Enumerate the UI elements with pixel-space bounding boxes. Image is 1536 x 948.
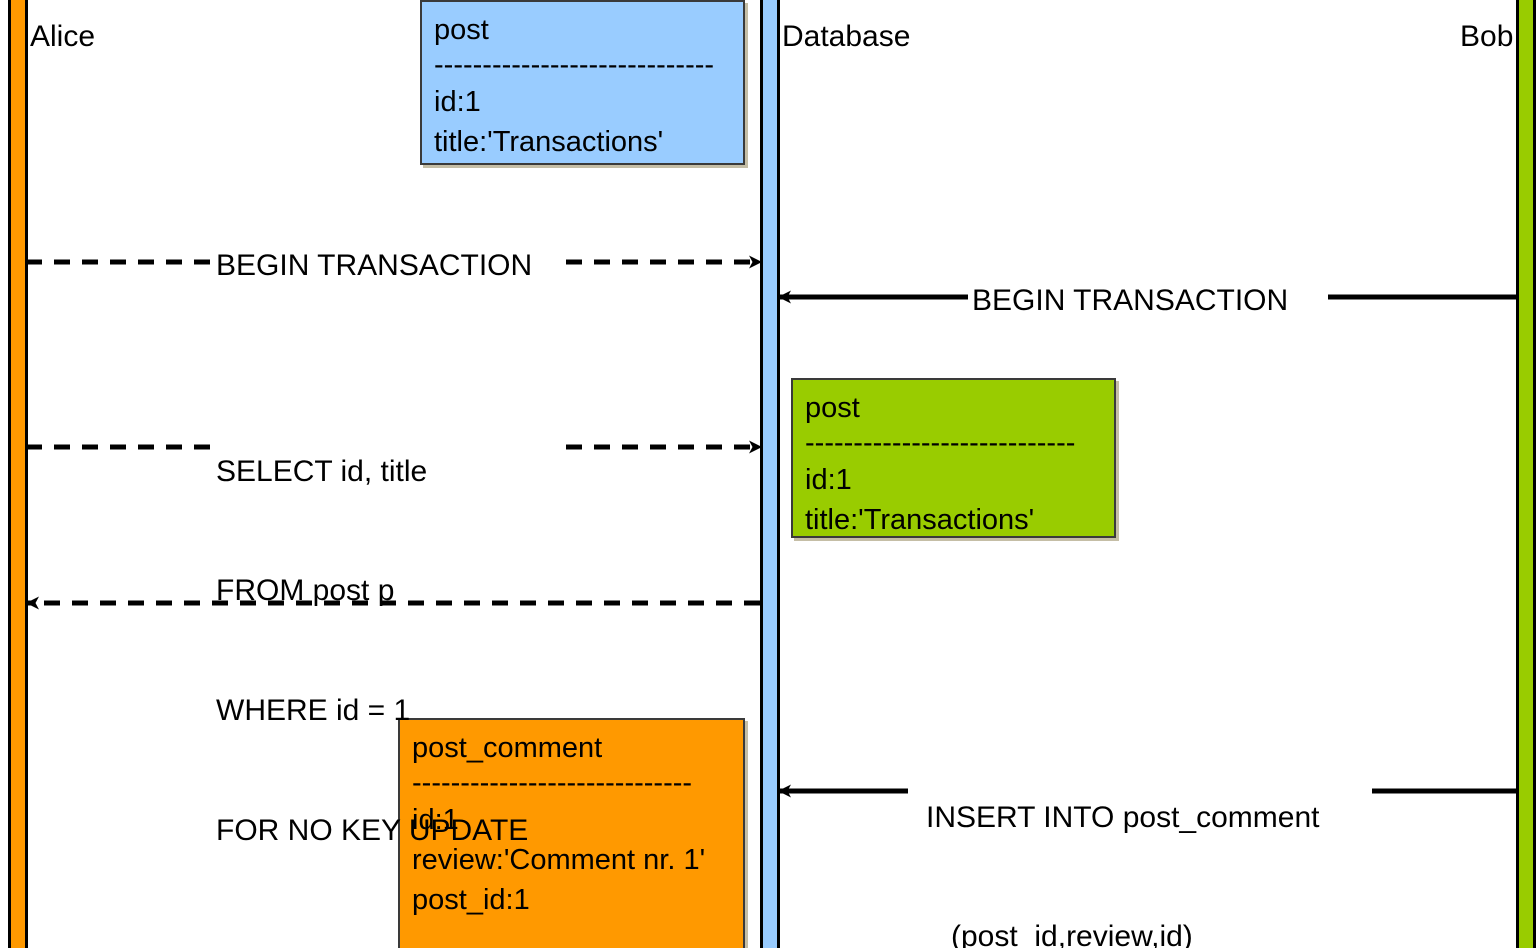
lifeline-bob[interactable] bbox=[1516, 0, 1536, 948]
message-label-bob-insert: INSERT INTO post_comment (post_id,review… bbox=[926, 718, 1319, 948]
note-field-title: title:'Transactions' bbox=[805, 504, 1035, 537]
insert-line-2: (post_id,review,id) bbox=[926, 920, 1193, 948]
note-title: post_comment bbox=[412, 732, 603, 764]
note-separator: ---------------------------- bbox=[805, 427, 1076, 460]
note-field-id: id:1 bbox=[805, 464, 852, 497]
note-post-comment[interactable]: post_comment ---------------------------… bbox=[398, 718, 745, 948]
actor-label-alice: Alice bbox=[30, 20, 96, 53]
note-separator: ----------------------------- bbox=[434, 49, 715, 82]
note-title: post bbox=[434, 14, 489, 46]
insert-line-1: INSERT INTO post_comment bbox=[926, 800, 1320, 834]
message-label-bob-begin-transaction: BEGIN TRANSACTION bbox=[972, 284, 1289, 317]
message-label-alice-begin-transaction: BEGIN TRANSACTION bbox=[216, 249, 533, 282]
note-field-id: id:1 bbox=[412, 804, 459, 837]
note-title: post bbox=[805, 392, 860, 424]
actor-label-bob: Bob bbox=[1460, 20, 1514, 53]
lifeline-database[interactable] bbox=[760, 0, 780, 948]
actor-label-database: Database bbox=[782, 20, 911, 53]
note-field-id: id:1 bbox=[434, 86, 481, 119]
select-line-3: WHERE id = 1 bbox=[216, 694, 411, 728]
note-post-database[interactable]: post ---------------------------- id:1 t… bbox=[791, 378, 1116, 538]
note-separator: ----------------------------- bbox=[412, 767, 693, 800]
lifeline-alice[interactable] bbox=[8, 0, 28, 948]
select-line-1: SELECT id, title bbox=[216, 454, 428, 488]
note-post-alice[interactable]: post ----------------------------- id:1 … bbox=[420, 0, 745, 165]
message-label-alice-select: SELECT id, title FROM post p WHERE id = … bbox=[216, 372, 528, 930]
note-field-review: review:'Comment nr. 1' bbox=[412, 844, 706, 877]
select-line-2: FROM post p bbox=[216, 574, 395, 608]
note-field-title: title:'Transactions' bbox=[434, 126, 664, 159]
select-line-4: FOR NO KEY UPDATE bbox=[216, 813, 529, 847]
note-field-post-id: post_id:1 bbox=[412, 884, 530, 917]
